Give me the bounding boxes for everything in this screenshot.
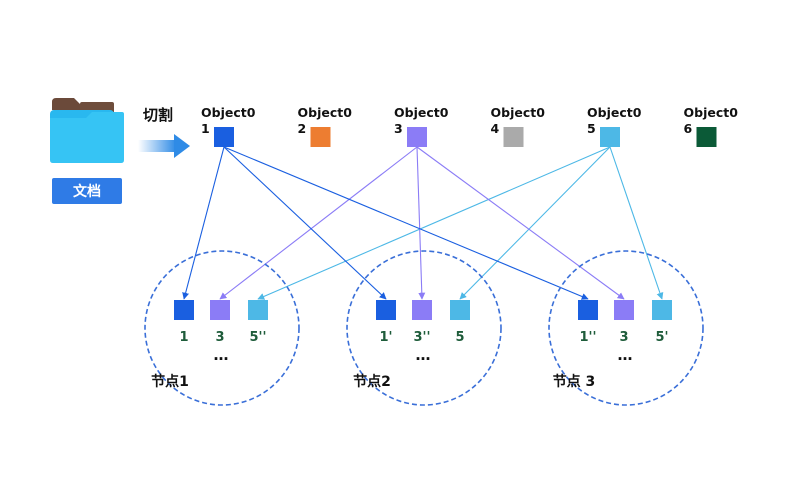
replica-square bbox=[376, 300, 396, 320]
distribution-arrow bbox=[459, 146, 611, 300]
node-row: 1 3 5'' … 节点1 1' 3'' 5 … 节点2 1'' 3 5' … 节点 3 bbox=[144, 250, 704, 406]
object-label: Object0 bbox=[491, 105, 546, 120]
replica-label: 5'' bbox=[249, 330, 266, 345]
replica-label: 3 bbox=[215, 330, 224, 345]
replica-square bbox=[174, 300, 194, 320]
document-label: 文档 bbox=[73, 183, 101, 200]
node-1: 1 3 5'' … 节点1 bbox=[144, 250, 300, 406]
node-circle bbox=[548, 250, 704, 406]
object-label: Object0 bbox=[587, 105, 642, 120]
object-square bbox=[600, 127, 620, 147]
object-square bbox=[310, 127, 331, 147]
node-circle bbox=[346, 250, 502, 406]
folder-icon bbox=[50, 98, 124, 163]
ellipsis: … bbox=[618, 346, 633, 364]
distribution-arrow bbox=[609, 146, 664, 300]
replica-square bbox=[248, 300, 268, 320]
replica-square bbox=[578, 300, 598, 320]
replica-label: 1 bbox=[179, 330, 188, 345]
object-label: Object0 bbox=[394, 105, 449, 120]
replica-label: 5' bbox=[655, 330, 668, 345]
replica-square bbox=[210, 300, 230, 320]
distribution-arrow bbox=[416, 146, 426, 300]
distribution-arrow bbox=[257, 146, 611, 300]
object-index-label: 3 bbox=[394, 121, 403, 136]
distribution-arrow bbox=[416, 146, 625, 300]
object-index-label: 5 bbox=[587, 121, 596, 136]
distribution-arrow bbox=[182, 146, 225, 300]
replica-square bbox=[450, 300, 470, 320]
arrow-right-icon bbox=[138, 134, 190, 158]
node-3: 1'' 3 5' … 节点 3 bbox=[548, 250, 704, 406]
split-label: 切割 bbox=[143, 106, 173, 124]
node-label: 节点 3 bbox=[553, 373, 596, 390]
object-square bbox=[696, 127, 717, 147]
replica-label: 5 bbox=[455, 330, 464, 345]
object-square bbox=[407, 127, 427, 147]
distribution-arrow bbox=[223, 146, 387, 300]
node-2: 1' 3'' 5 … 节点2 bbox=[346, 250, 502, 406]
node-circle bbox=[144, 250, 300, 406]
distribution-arrows bbox=[182, 146, 664, 300]
replica-label: 1'' bbox=[579, 330, 596, 345]
distribution-arrow bbox=[219, 146, 418, 300]
replica-square bbox=[412, 300, 432, 320]
ellipsis: … bbox=[416, 346, 431, 364]
object-index-label: 4 bbox=[491, 121, 500, 136]
replica-square bbox=[614, 300, 634, 320]
object-row: Object01Object02Object03Object04Object05… bbox=[201, 105, 738, 147]
node-label: 节点1 bbox=[151, 373, 189, 390]
distribution-arrow bbox=[223, 146, 589, 300]
object-label: Object0 bbox=[201, 105, 256, 120]
node-label: 节点2 bbox=[353, 373, 391, 390]
object-index-label: 2 bbox=[298, 121, 307, 136]
object-square bbox=[214, 127, 234, 147]
replica-label: 3'' bbox=[413, 330, 430, 345]
object-index-label: 1 bbox=[201, 121, 210, 136]
replica-square bbox=[652, 300, 672, 320]
document-label-box: 文档 bbox=[52, 178, 122, 204]
replica-label: 3 bbox=[619, 330, 628, 345]
object-label: Object0 bbox=[684, 105, 739, 120]
ellipsis: … bbox=[214, 346, 229, 364]
object-label: Object0 bbox=[298, 105, 353, 120]
replica-label: 1' bbox=[379, 330, 392, 345]
object-index-label: 6 bbox=[684, 121, 693, 136]
object-square bbox=[503, 127, 524, 147]
